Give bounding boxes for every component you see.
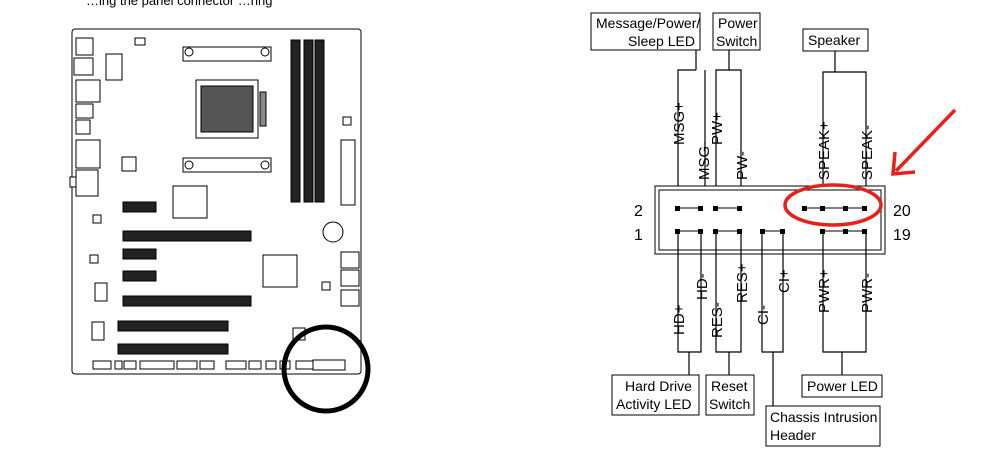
black-highlight-circle (281, 324, 371, 414)
chassis-label-line1: Chassis Intrusion (770, 409, 877, 425)
pin-pw-minus: PW- (734, 151, 751, 180)
pin-speak-minus: SPEAK- (859, 125, 876, 180)
pin-number-2: 2 (634, 203, 643, 220)
hdd-led-label-line1: Hard Drive (625, 378, 692, 394)
power-led-box (801, 374, 883, 398)
pin-ci-plus: CI+ (776, 269, 793, 293)
connector-body (654, 185, 886, 255)
pin-msg-plus: MSG+ (671, 102, 688, 145)
msg-led-label-line1: Message/Power/ (596, 15, 700, 31)
pin-number-20: 20 (893, 203, 911, 220)
red-arrow-icon (891, 108, 957, 176)
caption-fragment: …ing the panel connector …ring (86, 0, 272, 8)
pin-pw-plus: PW+ (709, 112, 726, 145)
pin-ci-minus: CI- (755, 305, 772, 325)
pin-pwr-plus: PWR+ (816, 269, 833, 313)
hdd-led-label-line2: Activity LED (616, 396, 691, 412)
hdd-led-box (611, 374, 700, 416)
power-led-label: Power LED (807, 378, 878, 394)
chassis-label-line2: Header (770, 427, 816, 443)
motherboard-illustration (69, 28, 362, 375)
power-switch-label-line1: Power (718, 15, 758, 31)
msg-led-label-line2: Sleep LED (628, 33, 695, 49)
msg-led-box (590, 12, 701, 51)
pin-res-plus: RES+ (734, 263, 751, 303)
power-switch-box (712, 12, 761, 51)
pin-hd-plus: HD+ (671, 304, 688, 335)
pin-pwr-minus: PWR- (859, 273, 876, 313)
reset-switch-label-line1: Reset (711, 378, 748, 394)
speaker-label: Speaker (808, 32, 860, 48)
power-switch-label-line2: Switch (716, 33, 757, 49)
pin-speak-plus: SPEAK+ (816, 121, 833, 180)
chassis-intrusion-box (765, 405, 881, 447)
red-highlight-ellipse (783, 183, 883, 227)
pin-number-19: 19 (893, 227, 911, 244)
pin-msg-minus: MSG- (696, 141, 713, 180)
pin-hd-minus: HD- (694, 273, 711, 300)
pin-res-minus: RES- (709, 302, 726, 338)
pin-number-1: 1 (634, 227, 643, 244)
connector-pinout: Message/Power/ Sleep LED Power Switch Sp… (590, 12, 911, 447)
reset-switch-label-line2: Switch (709, 396, 750, 412)
reset-switch-box (705, 374, 755, 416)
